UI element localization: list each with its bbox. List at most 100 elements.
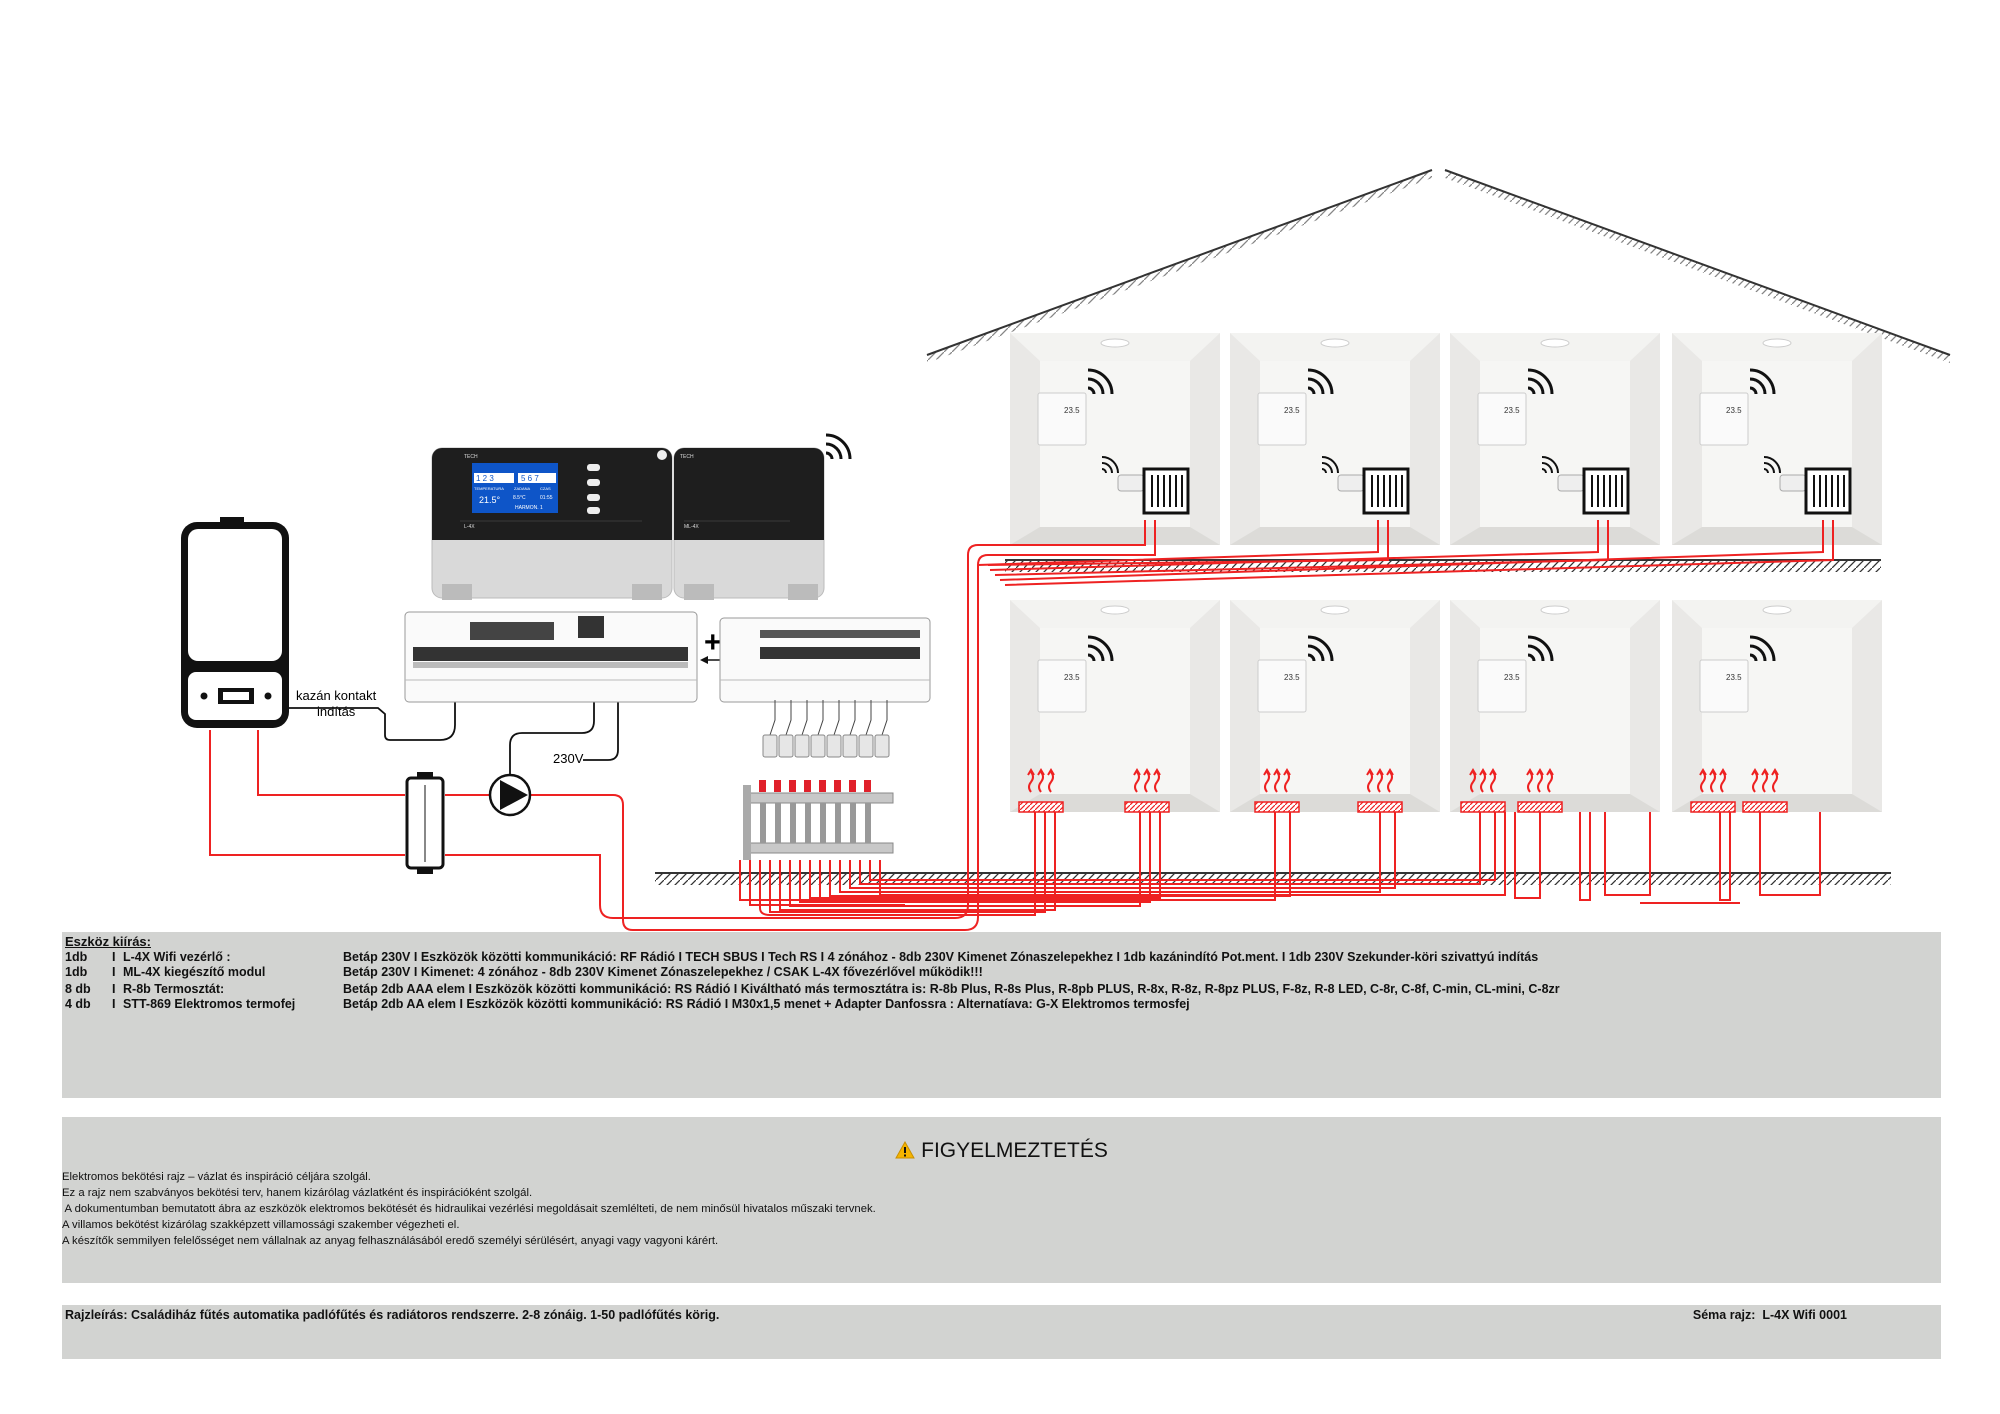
- thermostat-reading: 23.5: [1284, 406, 1300, 415]
- ceiling-lamp-icon: [1540, 338, 1570, 348]
- ceiling-lamp-icon: [1762, 605, 1792, 615]
- thermostat-icon: 23.5: [1699, 392, 1749, 446]
- thermostatic-head-icon: [1557, 474, 1585, 492]
- thermostatic-head-icon: [1117, 474, 1145, 492]
- ceiling-lamp-icon: [1320, 338, 1350, 348]
- ground-room-3: 23.5: [1450, 600, 1660, 812]
- boiler-contact-label: kazán kontakt: [296, 688, 377, 703]
- equipment-name: R-8b Termosztát:: [123, 982, 225, 996]
- boiler-right-button: [264, 692, 272, 700]
- mains-wire: [583, 682, 619, 761]
- thermostatic-head-icon: [1337, 474, 1365, 492]
- ceiling-lamp-icon: [1100, 605, 1130, 615]
- equipment-name: STT-869 Elektromos termofej: [123, 997, 296, 1011]
- thermostat-reading: 23.5: [1064, 673, 1080, 682]
- radiator-icon: [1804, 467, 1852, 515]
- equipment-separator: I: [112, 997, 116, 1011]
- equipment-name: L-4X Wifi vezérlő :: [123, 950, 231, 964]
- screen-zones-right: 5 6 7: [521, 474, 539, 483]
- ceiling-lamp-icon: [1540, 605, 1570, 615]
- equipment-description: Betáp 230V I Eszközök közötti kommunikác…: [343, 950, 1539, 964]
- ml4x-module: TECH ML-4X: [673, 447, 825, 600]
- upper-room-3: 23.5: [1450, 333, 1660, 545]
- equipment-description: Betáp 2db AA elem I Eszközök közötti kom…: [343, 997, 1190, 1011]
- thermostat-icon: 23.5: [1477, 392, 1527, 446]
- voltage-label: 230V: [553, 751, 584, 766]
- warning-icon: [895, 1141, 915, 1159]
- radiator-icon: [1362, 467, 1410, 515]
- thermostat-reading: 23.5: [1726, 673, 1742, 682]
- thermostat-reading: 23.5: [1284, 673, 1300, 682]
- thermostat-reading: 23.5: [1504, 406, 1520, 415]
- warning-title: FIGYELMEZTETÉS: [921, 1139, 1108, 1162]
- roof: [926, 169, 1951, 363]
- ceiling-lamp-icon: [1100, 338, 1130, 348]
- ceiling-lamp-icon: [1762, 338, 1792, 348]
- equipment-separator: I: [112, 982, 116, 996]
- screen-zones-left: 1 2 3: [476, 474, 494, 483]
- gas-boiler: [181, 517, 289, 728]
- equipment-separator: I: [112, 950, 116, 964]
- screen-time-value: 01:55: [540, 495, 553, 501]
- screen-temp-value: 21.5°: [479, 495, 501, 505]
- warning-panel: FIGYELMEZTETÉS Elektromos bekötési rajz …: [62, 1117, 1941, 1283]
- rooms: 23.5 23.5 23.5 23.5 23.5 23.5 23.5 23.5: [1010, 333, 1882, 813]
- thermostatic-head-icon: [1779, 474, 1807, 492]
- warning-line: A készítők semmilyen felelősséget nem vá…: [62, 1235, 719, 1247]
- thermostat-icon: 23.5: [1477, 659, 1527, 713]
- thermostat-reading: 23.5: [1064, 406, 1080, 415]
- boiler-left-button: [200, 692, 208, 700]
- controller-button-menu: [587, 494, 600, 501]
- drawing-description-panel: Rajzleírás: Családiház fűtés automatika …: [62, 1305, 1941, 1359]
- screen-mode: HARMON. 1: [515, 505, 543, 511]
- equipment-qty: 1db: [65, 950, 88, 964]
- thermostat-reading: 23.5: [1726, 406, 1742, 415]
- ground-room-1: 23.5: [1010, 600, 1220, 812]
- warning-heading: FIGYELMEZTETÉS: [62, 1139, 1941, 1163]
- module-brand: TECH: [680, 454, 694, 460]
- controller-button-down: [587, 479, 600, 486]
- floor-heating-coil: [1254, 769, 1300, 813]
- controller-brand: TECH: [464, 454, 478, 460]
- controller-button-exit: [587, 507, 600, 514]
- controller-button-up: [587, 464, 600, 471]
- screen-set-header: ZADANA: [514, 486, 531, 491]
- radiator-icon: [1142, 467, 1190, 515]
- schema-code: Séma rajz: L-4X Wifi 0001: [1692, 1308, 1847, 1322]
- plus-sign: +: [704, 626, 722, 659]
- equipment-description: Betáp 2db AAA elem I Eszközök közötti ko…: [343, 982, 1560, 996]
- thermostat-reading: 23.5: [1504, 673, 1520, 682]
- screen-time-header: CZAS: [540, 486, 551, 491]
- warning-line: A villamos bekötést kizárólag szakképzet…: [62, 1219, 460, 1231]
- floor-heating-coil: [1018, 769, 1064, 813]
- controller-screen: 1 2 3 5 6 7 TEMPERATURA ZADANA CZAS 21.5…: [472, 463, 558, 513]
- boiler-contact-wire: [289, 695, 456, 741]
- equipment-separator: I: [112, 965, 116, 979]
- ml4x-terminal-board: [719, 617, 931, 703]
- warning-text: Elektromos bekötési rajz – vázlat és ins…: [62, 1169, 876, 1249]
- upper-room-4: 23.5: [1672, 333, 1882, 545]
- equipment-list-title: Eszköz kiírás:: [65, 934, 151, 949]
- circulation-pump-icon: [488, 773, 532, 817]
- module-model: ML-4X: [684, 524, 699, 530]
- hydraulic-pipes: [209, 520, 1834, 931]
- boiler-start-label: indítás: [317, 704, 356, 719]
- thermostat-icon: 23.5: [1257, 392, 1307, 446]
- equipment-list-panel: Eszköz kiírás: 1db I L-4X Wifi vezérlő :…: [62, 932, 1941, 1098]
- equipment-qty: 8 db: [65, 982, 91, 996]
- zone-valve-wires: [769, 700, 888, 736]
- equipment-qty: 4 db: [65, 997, 91, 1011]
- pump-power-wire: [509, 682, 595, 775]
- thermostat-icon: 23.5: [1699, 659, 1749, 713]
- l4x-terminal-board: [404, 611, 698, 703]
- ground-room-2: 23.5: [1230, 600, 1440, 812]
- upper-room-2: 23.5: [1230, 333, 1440, 545]
- floor-heating-manifold: [743, 780, 894, 860]
- thermostat-icon: 23.5: [1257, 659, 1307, 713]
- warning-line: Ez a rajz nem szabványos bekötési terv, …: [62, 1187, 533, 1199]
- radiator-icon: [1582, 467, 1630, 515]
- equipment-description: Betáp 230V I Kimenet: 4 zónához - 8db 23…: [343, 965, 983, 979]
- floor-heating-coil: [1460, 769, 1506, 813]
- warning-line: A dokumentumban bemutatott ábra az eszkö…: [62, 1203, 876, 1215]
